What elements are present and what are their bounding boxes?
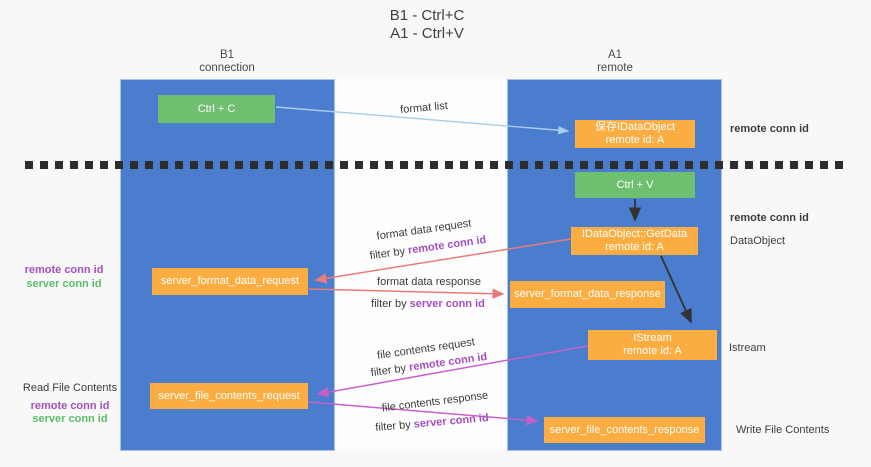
- left-remote-conn-id-2: remote conn id: [30, 399, 110, 412]
- server-conn-id-text: server conn id: [409, 298, 485, 310]
- lane-b1-role: connection: [199, 62, 255, 74]
- ctrl-v-box: Ctrl + V: [575, 172, 695, 198]
- save-idataobject-line2: remote id: A: [605, 134, 665, 146]
- right-istream-label: Istream: [729, 342, 766, 354]
- save-idataobject-box: 保存IDataObject remote id: A: [575, 120, 695, 148]
- label-filter-server-1: filter by server conn id: [371, 298, 485, 310]
- left-server-conn-id-1: server conn id: [26, 277, 102, 290]
- right-remote-conn-id-2: remote conn id: [730, 212, 809, 224]
- left-read-file-contents-block: Read File Contents remote conn id server…: [19, 382, 121, 427]
- ctrl-v-label: Ctrl + V: [616, 178, 654, 191]
- lane-a1-name: A1: [607, 49, 623, 61]
- right-dataobject-label: DataObject: [730, 235, 786, 247]
- server-file-contents-response-box: server_file_contents_response: [544, 417, 705, 443]
- ctrl-c-label: Ctrl + C: [197, 102, 236, 115]
- lane-header-b1: B1 connection: [167, 49, 287, 75]
- read-file-contents-label: Read File Contents: [22, 382, 118, 394]
- save-idataobject-line1: 保存IDataObject: [594, 121, 676, 133]
- idataobject-getdata-box: IDataObject::GetData remote id: A: [571, 227, 698, 255]
- getdata-line2: remote id: A: [605, 241, 664, 253]
- file-response-label: server_file_contents_response: [549, 423, 700, 436]
- left-remote-conn-id-1: remote conn id: [24, 264, 104, 276]
- ctrl-c-box: Ctrl + C: [158, 95, 275, 123]
- getdata-line1: IDataObject::GetData: [581, 228, 688, 240]
- title-line-2: A1 - Ctrl+V: [390, 25, 464, 42]
- server-format-data-response-box: server_format_data_response: [510, 281, 665, 308]
- title-line-1: B1 - Ctrl+C: [389, 7, 465, 24]
- format-response-label: server_format_data_response: [514, 288, 661, 300]
- istream-line1: IStream: [633, 332, 672, 344]
- file-request-label: server_file_contents_request: [158, 389, 300, 402]
- right-remote-conn-id-1: remote conn id: [730, 123, 809, 135]
- filter-by-text: filter by: [371, 298, 410, 310]
- lane-header-a1: A1 remote: [555, 49, 675, 75]
- left-conn-id-block: remote conn id server conn id: [19, 264, 109, 291]
- format-request-label: server_format_data_request: [160, 275, 300, 287]
- label-format-data-response: format data response: [377, 276, 481, 288]
- right-write-file-contents-label: Write File Contents: [736, 424, 830, 436]
- istream-line2: remote id: A: [623, 345, 682, 357]
- server-format-data-request-box: server_format_data_request: [152, 268, 308, 295]
- dashed-divider: [25, 161, 845, 169]
- lane-a1-role: remote: [597, 62, 633, 74]
- diagram-title: B1 - Ctrl+C A1 - Ctrl+V: [327, 7, 527, 43]
- server-file-contents-request-box: server_file_contents_request: [150, 383, 308, 409]
- lane-b1-name: B1: [219, 49, 235, 61]
- istream-box: IStream remote id: A: [588, 330, 717, 360]
- left-server-conn-id-2: server conn id: [32, 413, 108, 425]
